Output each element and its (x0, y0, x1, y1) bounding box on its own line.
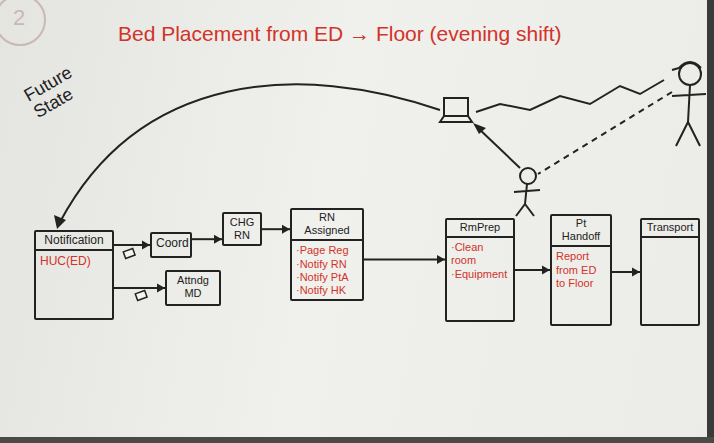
box-body: Report from ED to Floor (556, 250, 606, 290)
feedback-arrow (60, 84, 440, 222)
document-icon (123, 248, 147, 300)
box-body: ·Notify HK (296, 284, 358, 297)
process-box: RN Assigned ·Page Reg·Notify RN·Notify Pt… (290, 208, 364, 301)
arrowhead (157, 284, 165, 293)
box-heading: Pt Handoff (552, 216, 610, 247)
laptop-icon (440, 98, 472, 122)
process-box: Pt HandoffReport from ED to Floor (550, 214, 612, 326)
flow-arrow (612, 268, 640, 277)
process-box: NotificationHUC(ED) (34, 230, 114, 320)
arrowhead (542, 266, 550, 275)
arrowhead (437, 255, 445, 264)
arrowhead (142, 241, 150, 250)
flow-arrow (192, 235, 222, 244)
arrow-line (478, 128, 520, 168)
step-number: 2 (13, 6, 25, 29)
arrowhead (282, 225, 290, 234)
role-box: Attndg MD (165, 270, 221, 306)
board-frame (0, 437, 714, 443)
box-heading: CHG RN (228, 216, 256, 242)
box-heading: RmPrep (447, 220, 513, 238)
stick-figure (514, 168, 540, 216)
role-box: CHG RN (222, 212, 262, 246)
box-heading: Attndg MD (171, 274, 215, 300)
step-circle (0, 0, 45, 45)
title: Bed Placement from ED → Floor (evening s… (118, 22, 562, 46)
flow-arrow (364, 255, 445, 264)
stick-figure (672, 62, 706, 146)
wireless-line (476, 80, 664, 112)
process-box: Transport (640, 218, 700, 326)
box-body: ·Clean room (451, 241, 509, 267)
box-body: ·Notify PtA (296, 271, 358, 284)
arrowhead (54, 215, 66, 229)
board-frame (707, 0, 714, 443)
box-body: ·Page Reg (296, 244, 358, 257)
arrowhead (473, 123, 486, 134)
dashed-line (538, 92, 672, 174)
flow-arrow (114, 241, 150, 250)
box-heading: Transport (642, 220, 698, 238)
box-body: HUC(ED) (40, 254, 108, 268)
connector-line (364, 259, 445, 261)
flow-arrow (262, 225, 290, 234)
box-body: ·Equipment (451, 268, 509, 281)
box-heading: Coord (156, 236, 186, 250)
role-box: Coord (150, 232, 192, 258)
arrowhead (214, 235, 222, 244)
box-heading: RN Assigned (292, 210, 362, 241)
flow-arrow (114, 284, 165, 293)
process-box: RmPrep ·Clean room·Equipment (445, 218, 515, 322)
box-body: ·Notify RN (296, 258, 358, 271)
arrowhead (632, 268, 640, 277)
box-heading: Notification (36, 232, 112, 251)
stage-label: Future State (21, 56, 97, 122)
flow-arrow (515, 266, 550, 275)
